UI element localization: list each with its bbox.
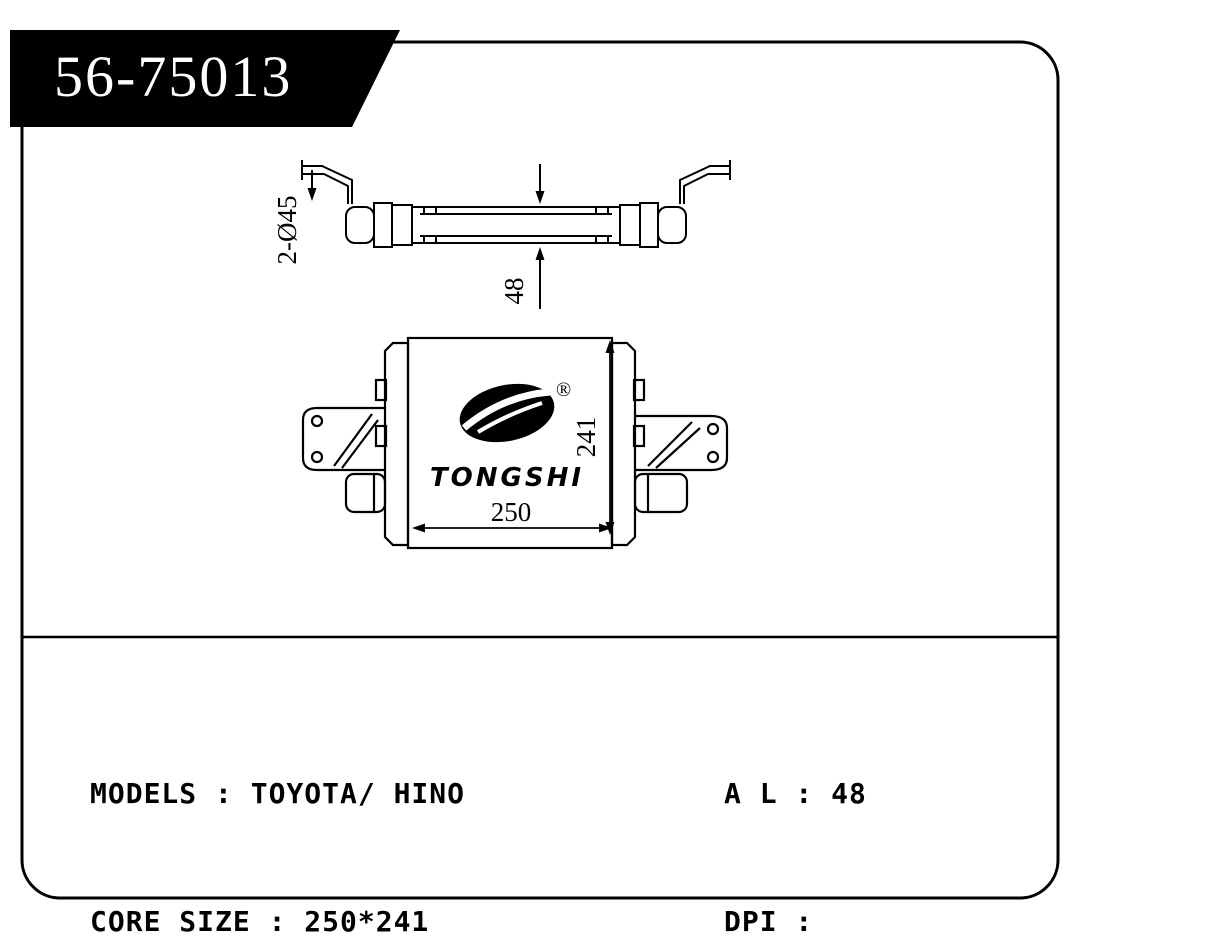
dimension-labels: 2-Ø45 48 241 250 xyxy=(272,196,601,528)
front-view-drawing xyxy=(301,336,729,550)
spec-list-right: A L : 48 DPI : OEM : NISSENS : xyxy=(724,688,885,938)
side-view-drawing xyxy=(301,160,731,248)
tongshi-logo: ® TONGSHI xyxy=(430,379,584,493)
logo-wordmark: TONGSHI xyxy=(430,463,584,493)
front-view-dimension-arrows xyxy=(412,340,615,535)
part-number: 56-75013 xyxy=(54,44,293,109)
spec-models: MODELS : TOYOTA/ HINO xyxy=(90,777,466,810)
part-number-banner-shape xyxy=(10,30,400,127)
spec-dpi: DPI : xyxy=(724,904,814,938)
spec-core-size: CORE SIZE : 250*241 xyxy=(90,904,430,938)
dim-label-core-height: 241 xyxy=(571,417,601,458)
dim-label-core-depth: 48 xyxy=(499,278,529,305)
dim-label-core-width: 250 xyxy=(491,497,532,527)
registered-trademark-icon: ® xyxy=(556,379,571,401)
spec-al: A L : 48 xyxy=(724,777,867,810)
spec-list-left: MODELS : TOYOTA/ HINO CORE SIZE : 250*24… xyxy=(90,688,501,938)
side-view-dimension-arrows xyxy=(307,164,545,309)
dim-label-port-holes: 2-Ø45 xyxy=(272,196,302,265)
sheet-frame xyxy=(20,40,1060,900)
